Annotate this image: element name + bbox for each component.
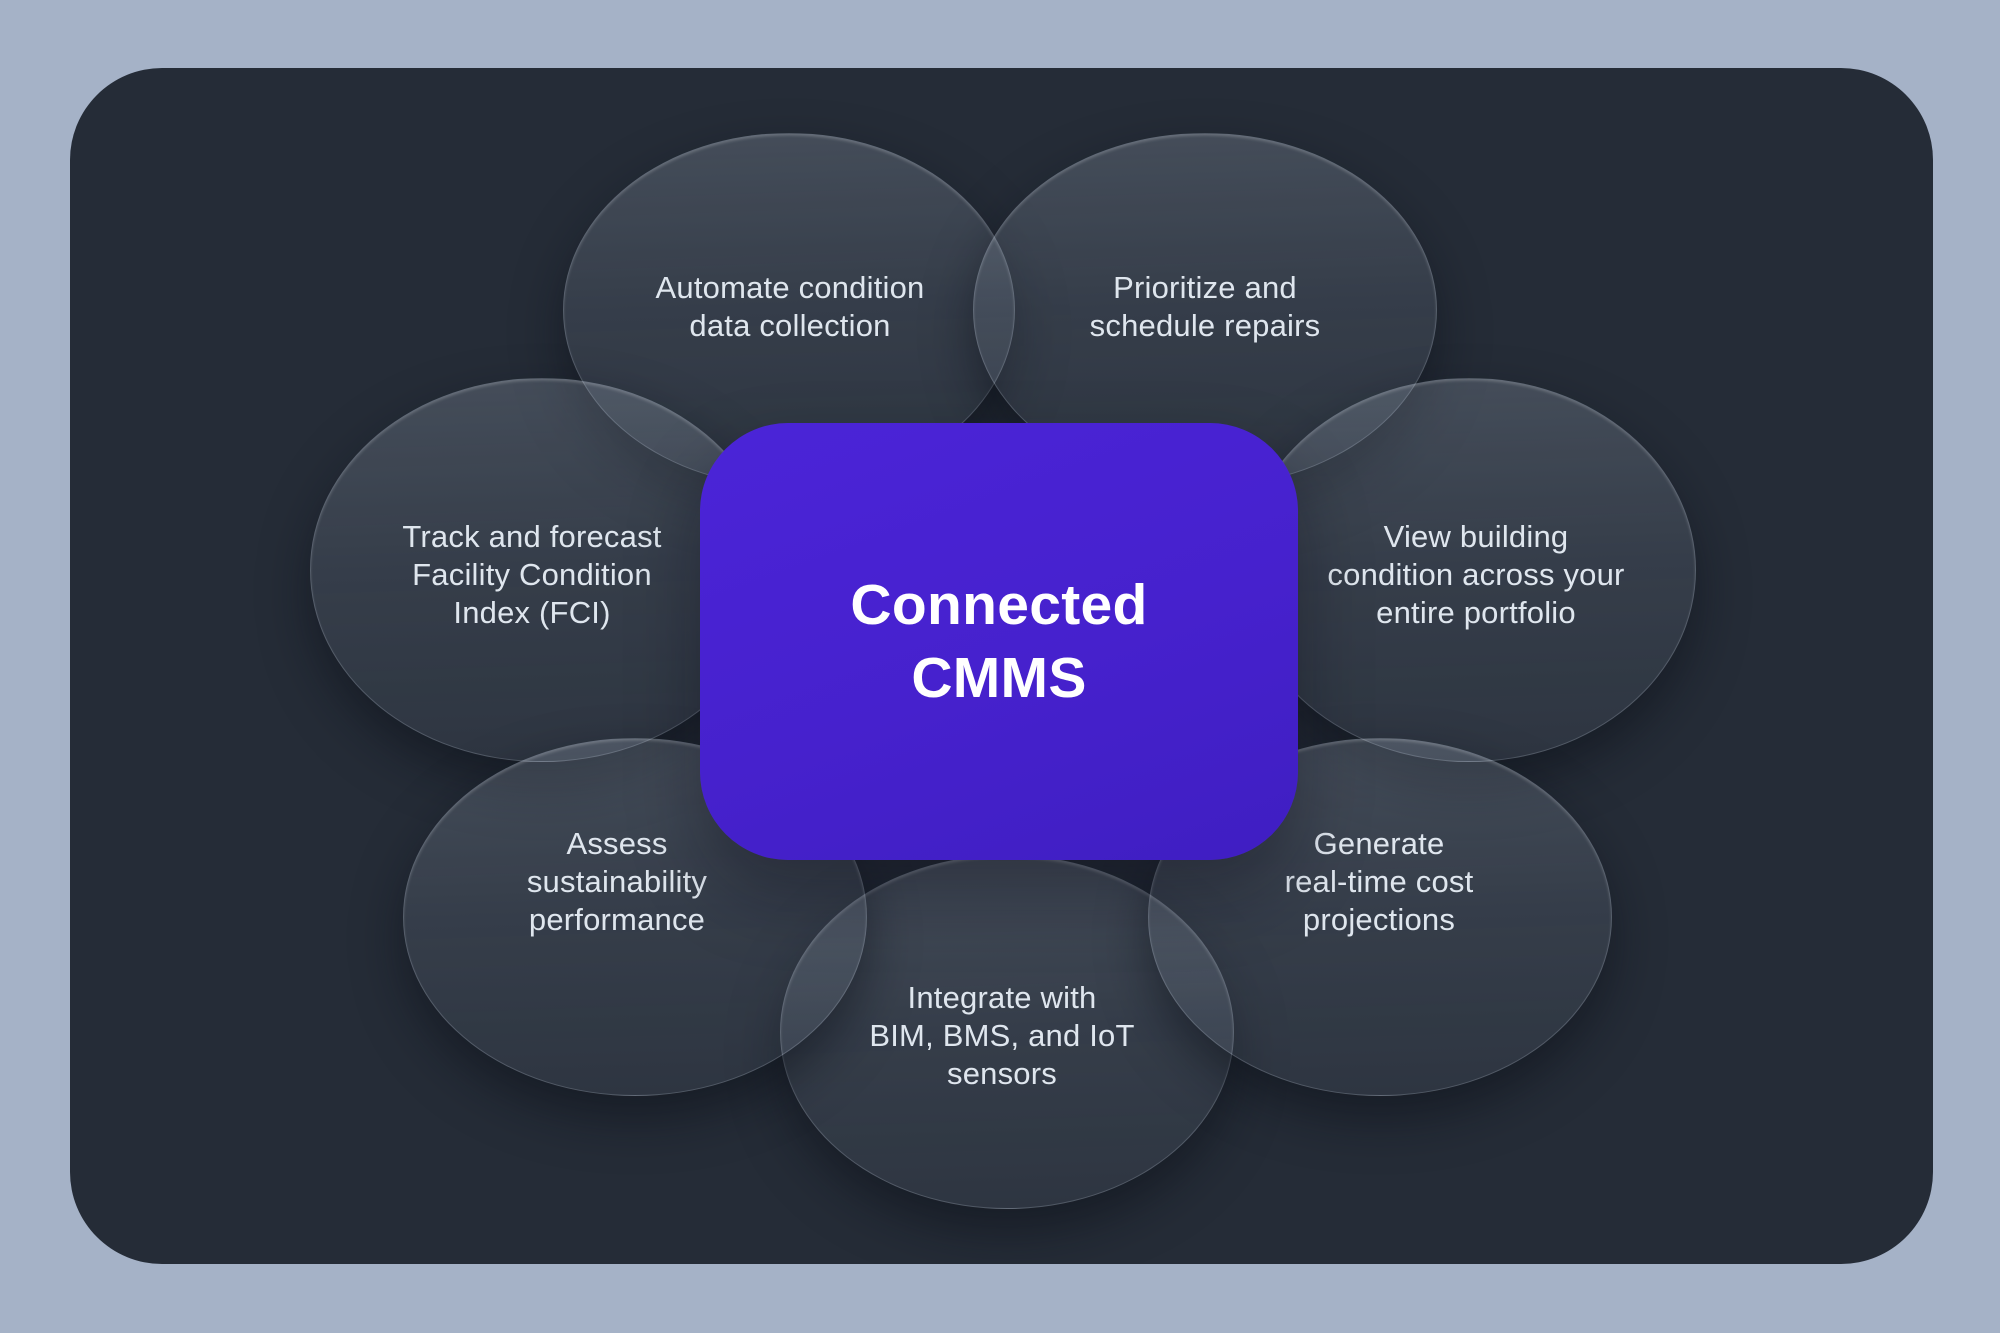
petal-label-automate-condition-data-collection: Automate condition data collection: [655, 270, 925, 343]
petal-label-prioritize-and-schedule-repairs: Prioritize and schedule repairs: [1089, 270, 1321, 343]
petal-label-view-building-condition-portfolio: View building condition across your enti…: [1327, 519, 1625, 630]
petal-label-generate-realtime-cost-projections: Generate real-time cost projections: [1284, 826, 1474, 937]
petal-ellipse-view-building-condition-portfolio: [1242, 378, 1696, 762]
center-title: Connected CMMS: [850, 572, 1148, 710]
petal-label-integrate-bim-bms-iot-sensors: Integrate with BIM, BMS, and IoT sensors: [869, 980, 1135, 1091]
petal-label-assess-sustainability-performance: Assess sustainability performance: [526, 826, 708, 937]
center-box-connected-cmms: Connected CMMS: [700, 423, 1298, 860]
petal-label-track-and-forecast-fci: Track and forecast Facility Condition In…: [402, 519, 662, 630]
diagram-card: Automate condition data collection Prior…: [70, 68, 1933, 1264]
